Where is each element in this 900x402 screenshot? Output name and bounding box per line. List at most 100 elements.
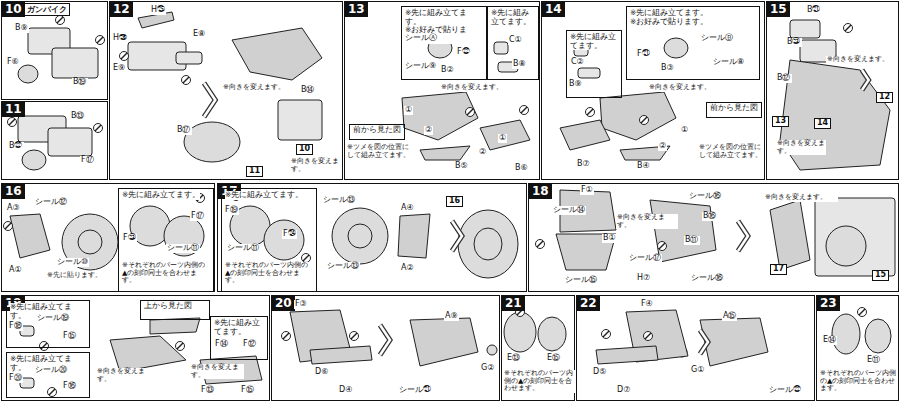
nipper-icon — [94, 124, 103, 133]
part-label: F㉑ — [636, 50, 651, 59]
part-shape — [826, 226, 866, 266]
nipper-icon — [40, 342, 49, 351]
nipper-icon — [466, 108, 475, 117]
nipper-circle — [8, 118, 17, 127]
nipper-icon — [586, 108, 595, 117]
note-text: ※それぞれのパーツ内側の▲の刻印同士を合わせます。 — [819, 370, 897, 393]
step-arrow — [862, 70, 869, 90]
step-reference: 12 — [876, 92, 893, 103]
part-shape — [650, 200, 716, 262]
note-text: ※先に組み立てます。 — [491, 9, 535, 26]
step-arrow — [738, 221, 748, 251]
view-box: 前から見た図 — [706, 102, 762, 118]
part-shape — [790, 20, 820, 38]
part-label: F⑯ — [62, 382, 77, 391]
callout-number: ① — [498, 134, 507, 143]
part-label: シールⒶ — [404, 34, 438, 43]
step-arrow — [452, 221, 462, 251]
step-arrow — [738, 221, 748, 251]
nipper-icon — [602, 330, 611, 339]
nipper-icon — [644, 332, 653, 341]
part-label: シール⑩ — [56, 258, 89, 267]
nipper-blade — [303, 255, 309, 261]
step-reference: 17 — [770, 264, 787, 275]
step-number: 12 — [110, 2, 133, 17]
section-title: ガンバイク — [24, 3, 70, 16]
nipper-icon — [640, 116, 649, 125]
part-label: B㉒ — [8, 142, 24, 151]
part-label: B⑬ — [70, 112, 86, 121]
part-shape — [832, 314, 860, 354]
part-label: B⑨ — [568, 80, 583, 89]
nipper-icons — [4, 16, 867, 397]
part-label: B⑪ — [684, 236, 700, 245]
part-label: G① — [690, 366, 705, 375]
part-label: C② — [570, 58, 585, 67]
part-shape — [700, 318, 768, 366]
step-reference: 10 — [296, 144, 313, 155]
part-label: B⑥ — [514, 164, 529, 173]
nipper-circle — [644, 332, 653, 341]
part-label: シール㉒ — [768, 386, 802, 395]
step-number: 11 — [2, 102, 25, 117]
nipper-icon — [520, 106, 529, 115]
nipper-circle — [858, 308, 867, 317]
nipper-icon — [282, 332, 291, 341]
nipper-blade — [95, 125, 101, 131]
part-label: A① — [8, 266, 23, 275]
note-text: ※先に貼ります。 — [46, 272, 116, 280]
part-label: H㉕ — [150, 6, 166, 15]
part-label: B③ — [660, 64, 675, 73]
part-label: B⑨ — [14, 24, 29, 33]
part-label: シール⑨ — [404, 62, 437, 71]
nipper-icon — [844, 24, 853, 33]
nipper-circle — [48, 388, 57, 397]
part-label: E⑮ — [546, 354, 561, 363]
part-shape — [18, 65, 38, 83]
nipper-blade — [97, 37, 103, 43]
step-number: 20 — [272, 296, 295, 311]
part-label: F⑳ — [8, 374, 23, 383]
note-text: ※それぞれのパーツ内側の▲の刻印同士を合わせます。 — [503, 370, 575, 393]
part-label: E⑨ — [112, 64, 126, 73]
nipper-blade — [645, 333, 651, 339]
step-arrow — [700, 330, 708, 354]
nipper-circle — [640, 116, 649, 125]
nipper-circle — [40, 342, 49, 351]
nipper-icon — [176, 342, 185, 351]
part-label: B⑲ — [72, 78, 88, 87]
nipper-blade — [5, 223, 11, 229]
part-shape — [578, 68, 600, 78]
part-label: E⑪ — [866, 356, 881, 365]
step-number: 16 — [2, 184, 25, 199]
part-shape — [264, 220, 304, 260]
nipper-icon — [182, 76, 191, 85]
part-label: シール⑯ — [690, 274, 724, 283]
nipper-circle — [586, 108, 595, 117]
nipper-icon — [858, 308, 867, 317]
part-label: B㉑ — [806, 6, 822, 15]
step-number: 10 — [2, 2, 25, 17]
part-label: A② — [400, 264, 415, 273]
part-label: B㉓ — [786, 38, 802, 47]
part-label: B④ — [636, 162, 651, 171]
part-label: シール⑮ — [564, 276, 598, 285]
part-label: B⑧ — [512, 60, 527, 69]
note-text: ※向きを変えます。 — [190, 364, 244, 379]
part-label: シール⑲ — [36, 314, 70, 323]
part-label: A⑮ — [722, 312, 737, 321]
nipper-icon — [350, 332, 359, 341]
part-label: F⑰ — [190, 212, 205, 221]
part-shape — [184, 122, 240, 162]
part-shape — [398, 214, 430, 258]
nipper-blade — [587, 109, 593, 115]
part-shape — [150, 318, 200, 334]
step-reference: 15 — [872, 270, 889, 281]
part-label: D⑥ — [314, 368, 329, 377]
part-label: シール⑰ — [628, 254, 662, 263]
part-shape — [176, 52, 202, 64]
note-text: ※先に組み立てます。 — [630, 9, 708, 18]
note-text: ※先に組み立てます。 — [225, 191, 303, 200]
nipper-blade — [121, 53, 127, 59]
part-label: シール⑫ — [34, 198, 68, 207]
